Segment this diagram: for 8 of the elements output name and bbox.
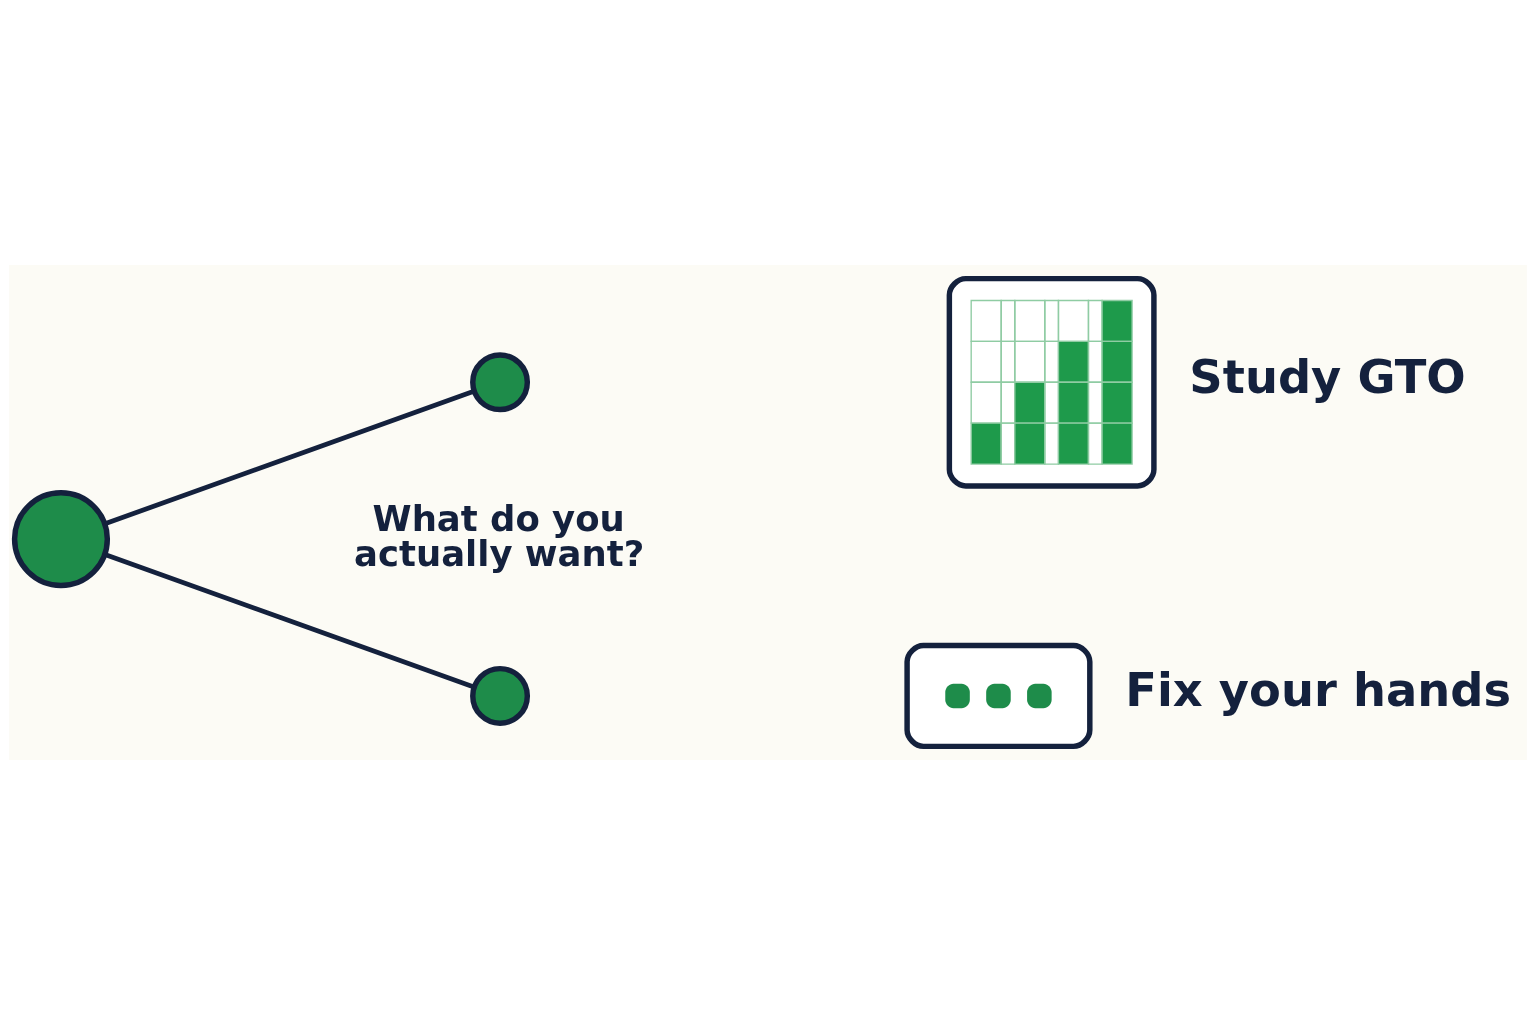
- node-label: Fix your hands: [1125, 662, 1512, 717]
- node-circle: [470, 665, 531, 726]
- node-label: Study GTO: [1189, 349, 1466, 404]
- node-circle: [11, 489, 111, 588]
- connector: [104, 551, 475, 689]
- label: What do you actually want?: [354, 497, 645, 574]
- connector: [104, 388, 475, 526]
- node-circle: [470, 351, 531, 412]
